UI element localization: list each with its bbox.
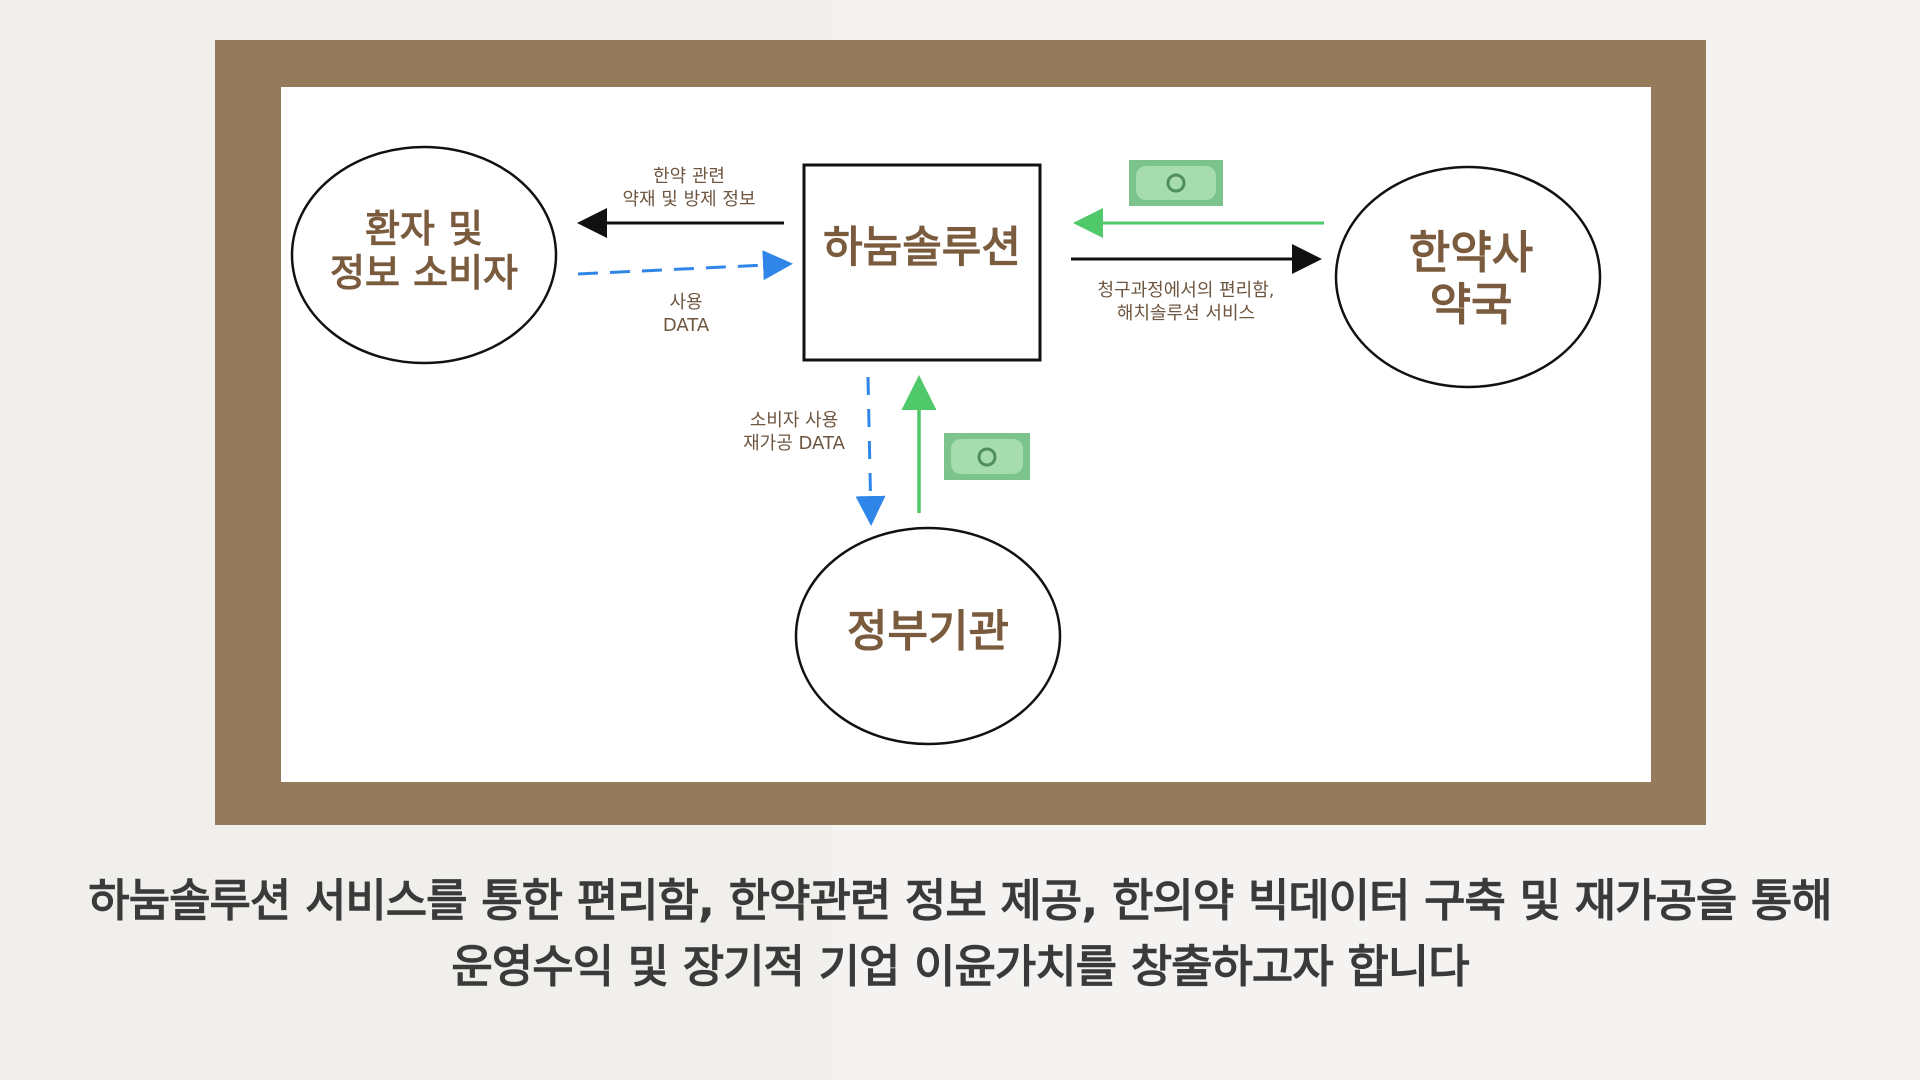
data-arrow-to-solution (577, 250, 793, 281)
caption-line-2: 운영수익 및 장기적 기업 이윤가치를 창출하고자 합니다 (451, 940, 1469, 993)
pharmacy-node-label: 한약사 약국 (1408, 226, 1534, 331)
business-flow-diagram (290, 145, 1602, 746)
solution-node (802, 163, 1042, 362)
government-node (794, 526, 1062, 746)
pharmacy-node (1334, 165, 1602, 389)
government-data-edge-label: 소비자 사용 재가공 DATA (743, 410, 845, 454)
solution-node-label: 하눔솔루션 (823, 223, 1021, 273)
diagram-canvas: 환자 및 정보 소비자 하눔솔루션 한약사 약국 정부기관 한약 관련 약재 및… (281, 87, 1651, 782)
caption-line-1: 하눔솔루션 서비스를 통한 편리함, 한약관련 정보 제공, 한의약 빅데이터 … (88, 874, 1832, 927)
money-bill-icon (1129, 160, 1223, 206)
diagram-frame: 환자 및 정보 소비자 하눔솔루션 한약사 약국 정부기관 한약 관련 약재 및… (215, 40, 1706, 825)
consumer-node-label: 환자 및 정보 소비자 (329, 207, 519, 295)
data-arrow-to-government (855, 376, 886, 526)
consumer-node (290, 145, 558, 365)
summary-caption: 하눔솔루션 서비스를 통한 편리함, 한약관련 정보 제공, 한의약 빅데이터 … (0, 868, 1920, 1000)
government-node-label: 정부기관 (847, 606, 1009, 657)
service-edge-label: 청구과정에서의 편리함, 해치솔루션 서비스 (1097, 280, 1275, 324)
data-edge-label: 사용 DATA (662, 292, 710, 336)
info-edge-label: 한약 관련 약재 및 방제 정보 (622, 166, 756, 210)
money-bill-icon (944, 433, 1030, 480)
